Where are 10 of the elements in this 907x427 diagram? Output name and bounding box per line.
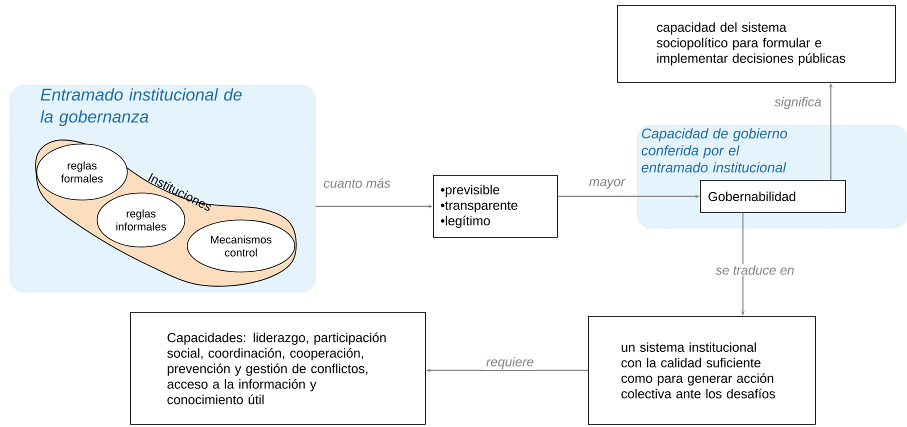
text-box: •previsible •transparente •legítimo — [433, 175, 558, 238]
text-box: Gobernabilidad — [700, 180, 846, 213]
edge-label: significa — [774, 96, 822, 110]
text-box: Capacidades: liderazgo, participación social, coordinación, cooperación, prevención y gestión de conflictos, acceso a la información y conocimiento útil — [130, 312, 426, 425]
text-box: capacidad del sistema sociopolítico para formular e implementar decisiones públicas — [617, 5, 896, 83]
text-box: un sistema institucional con la calidad suficiente como para generar acción colectiva ante los desafíos — [588, 316, 816, 425]
edge-label: mayor — [588, 178, 626, 190]
edge-label: cuanto más — [322, 177, 392, 189]
edge-label: requiere — [485, 356, 535, 370]
edge-label: se traduce en — [714, 264, 796, 276]
